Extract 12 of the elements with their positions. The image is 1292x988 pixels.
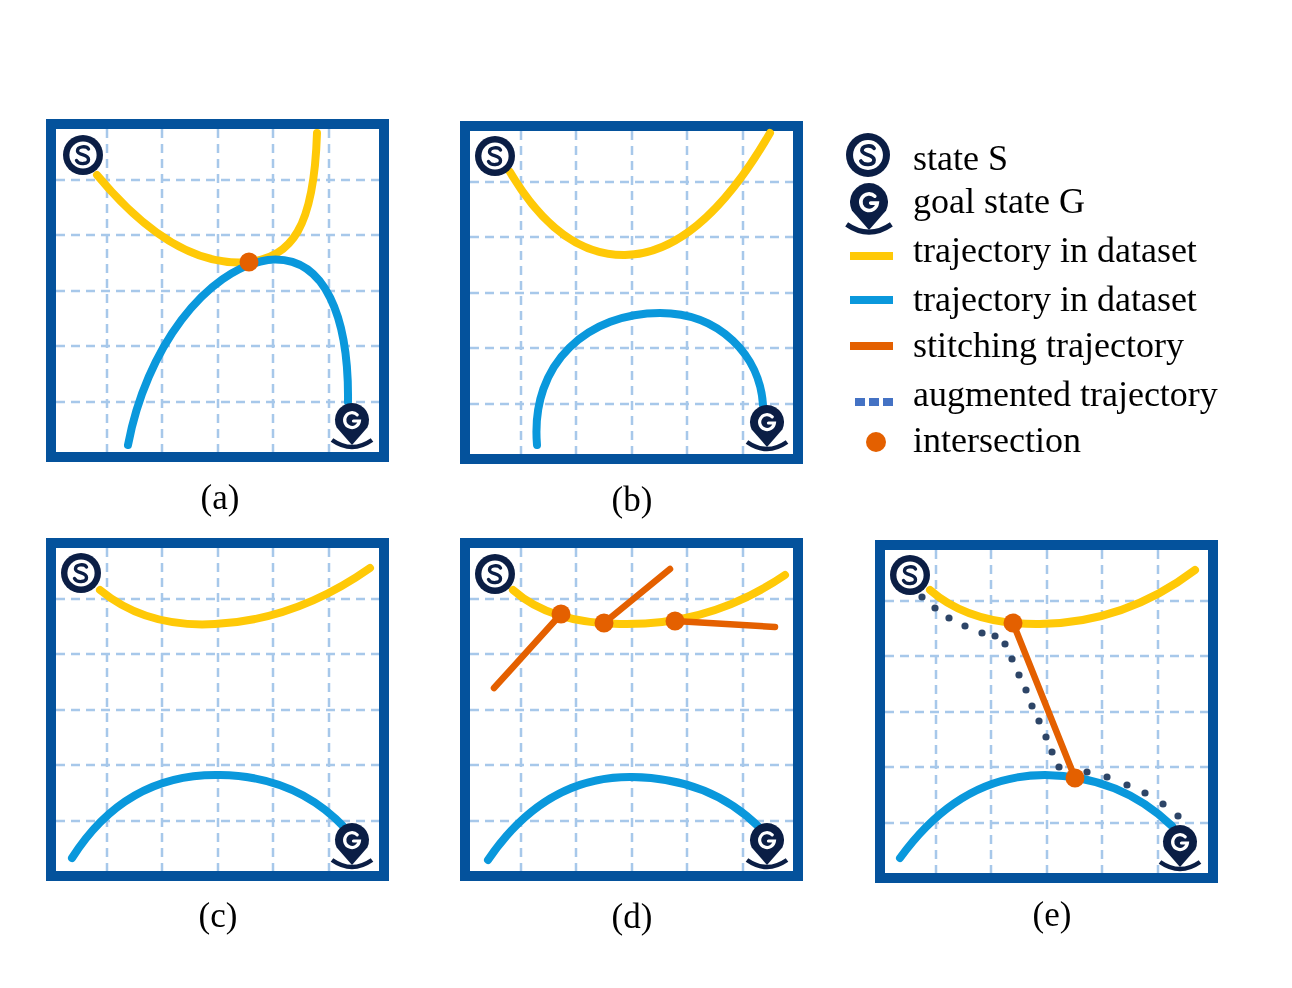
legend-label: trajectory in dataset <box>913 281 1197 317</box>
legend-label: intersection <box>913 422 1081 458</box>
panel-caption: (a) <box>200 480 240 515</box>
legend-label: goal state G <box>913 183 1085 219</box>
panel-caption: (d) <box>611 899 653 934</box>
legend-label: trajectory in dataset <box>913 232 1197 268</box>
panel-caption: (c) <box>198 898 238 933</box>
legend-label: stitching trajectory <box>913 327 1184 363</box>
panel-caption: (e) <box>1032 897 1072 932</box>
legend-label: augmented trajectory <box>913 376 1218 412</box>
panel-caption: (b) <box>611 482 653 517</box>
legend-label: state S <box>913 140 1008 176</box>
